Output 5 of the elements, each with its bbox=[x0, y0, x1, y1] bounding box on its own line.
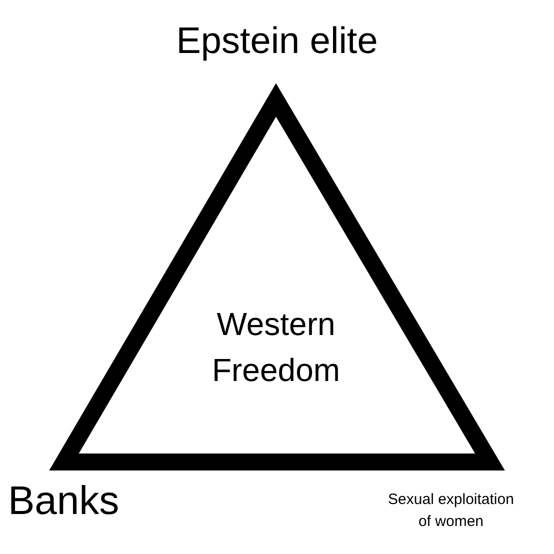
corner-label: Epstein elite bbox=[175, 22, 379, 59]
corner-label: Sexual exploitation of women bbox=[387, 490, 515, 532]
node-text: Western Freedom bbox=[210, 305, 342, 390]
triangle bbox=[47, 82, 505, 471]
corner-label: Banks bbox=[8, 481, 120, 521]
